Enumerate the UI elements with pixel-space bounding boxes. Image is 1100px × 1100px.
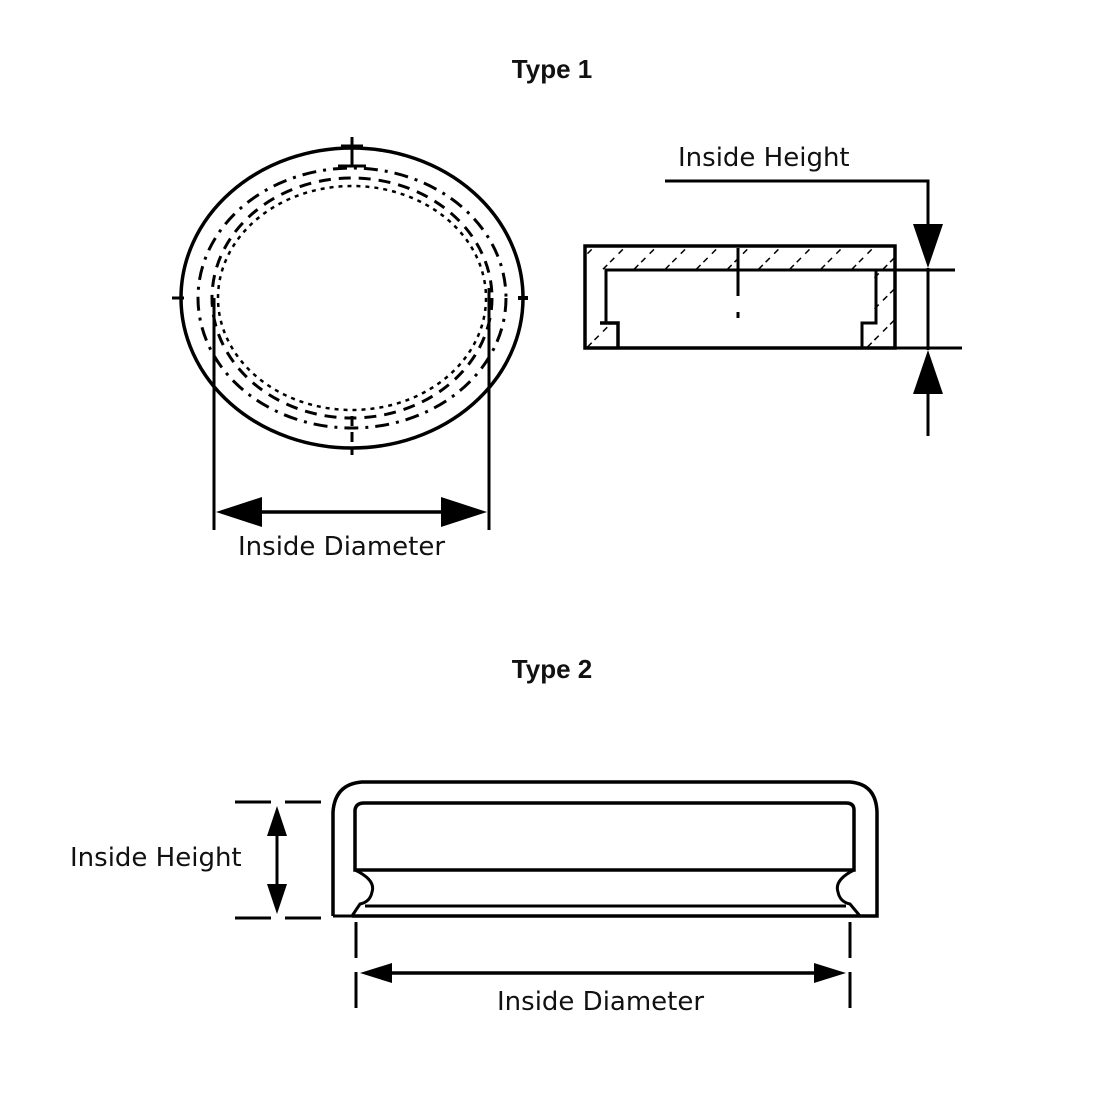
type2-outer-profile bbox=[331, 780, 879, 918]
left-foot bbox=[600, 321, 620, 348]
inner-ring bbox=[216, 184, 488, 412]
arrowhead-up-icon bbox=[913, 350, 943, 394]
right-wall-hatch bbox=[874, 270, 894, 348]
type2-left-groove bbox=[333, 868, 375, 918]
type2-title: Type 2 bbox=[511, 654, 593, 684]
hidden-ring-inner bbox=[210, 176, 494, 420]
arrowhead-right-icon bbox=[814, 963, 846, 983]
type2-section-view bbox=[235, 780, 879, 1016]
inner-cavity-outline bbox=[604, 268, 894, 322]
type2-right-groove bbox=[835, 868, 862, 917]
arrowhead-right-icon bbox=[441, 497, 487, 527]
type1-section-view bbox=[583, 179, 962, 436]
arrowhead-down-icon bbox=[913, 224, 943, 268]
right-foot-hatch bbox=[862, 323, 876, 348]
height-leader-line bbox=[665, 179, 930, 230]
right-foot bbox=[860, 270, 878, 348]
arrowhead-left-icon bbox=[360, 963, 392, 983]
type2-inside-height-label: Inside Height bbox=[70, 843, 242, 873]
type2-inner-cavity bbox=[353, 801, 856, 872]
arrowhead-down-icon bbox=[267, 884, 287, 914]
type2-inside-diameter-label: Inside Diameter bbox=[497, 987, 705, 1017]
type1-inside-diameter-label: Inside Diameter bbox=[238, 532, 446, 562]
arrowhead-up-icon bbox=[267, 806, 287, 836]
type1-top-view bbox=[172, 137, 528, 530]
left-foot-hatch bbox=[587, 323, 615, 348]
type1-inside-height-label: Inside Height bbox=[678, 143, 850, 173]
outer-ring bbox=[179, 146, 525, 450]
hidden-ring-outer bbox=[196, 166, 508, 430]
arrowhead-left-icon bbox=[216, 497, 262, 527]
type1-title: Type 1 bbox=[511, 54, 593, 84]
top-wall-hatch bbox=[586, 248, 894, 270]
section-outline bbox=[583, 244, 897, 350]
